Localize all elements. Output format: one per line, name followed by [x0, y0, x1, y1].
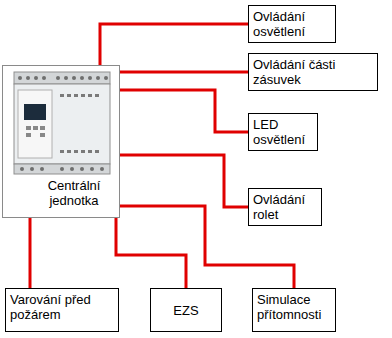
- red-connector: [29, 218, 32, 288]
- red-connector: [120, 71, 248, 74]
- box-label: Simulace přítomnosti: [257, 292, 331, 322]
- box-label: Centrální jednotka: [33, 178, 115, 208]
- box-label: Ovládání osvětlení: [253, 9, 331, 39]
- box-label: Varování před požárem: [10, 292, 114, 322]
- red-connector: [120, 155, 248, 207]
- box-label: Ovládání části zásuvek: [253, 57, 373, 87]
- function-box: EZS: [150, 288, 222, 332]
- central-unit: Centrální jednotka: [2, 65, 120, 218]
- box-label: EZS: [173, 303, 198, 318]
- function-box: Ovládání osvětlení: [248, 5, 336, 43]
- function-box: Simulace přítomnosti: [252, 288, 336, 332]
- function-box: Varování před požárem: [5, 288, 119, 332]
- function-box: Ovládání rolet: [248, 188, 322, 226]
- red-connector: [116, 218, 186, 288]
- function-box: Ovládání části zásuvek: [248, 53, 378, 91]
- box-label: Ovládání rolet: [253, 192, 317, 222]
- function-box: LED osvětlení: [248, 113, 318, 151]
- red-connector: [100, 24, 248, 65]
- box-label: LED osvětlení: [253, 117, 313, 147]
- red-connector: [120, 90, 248, 132]
